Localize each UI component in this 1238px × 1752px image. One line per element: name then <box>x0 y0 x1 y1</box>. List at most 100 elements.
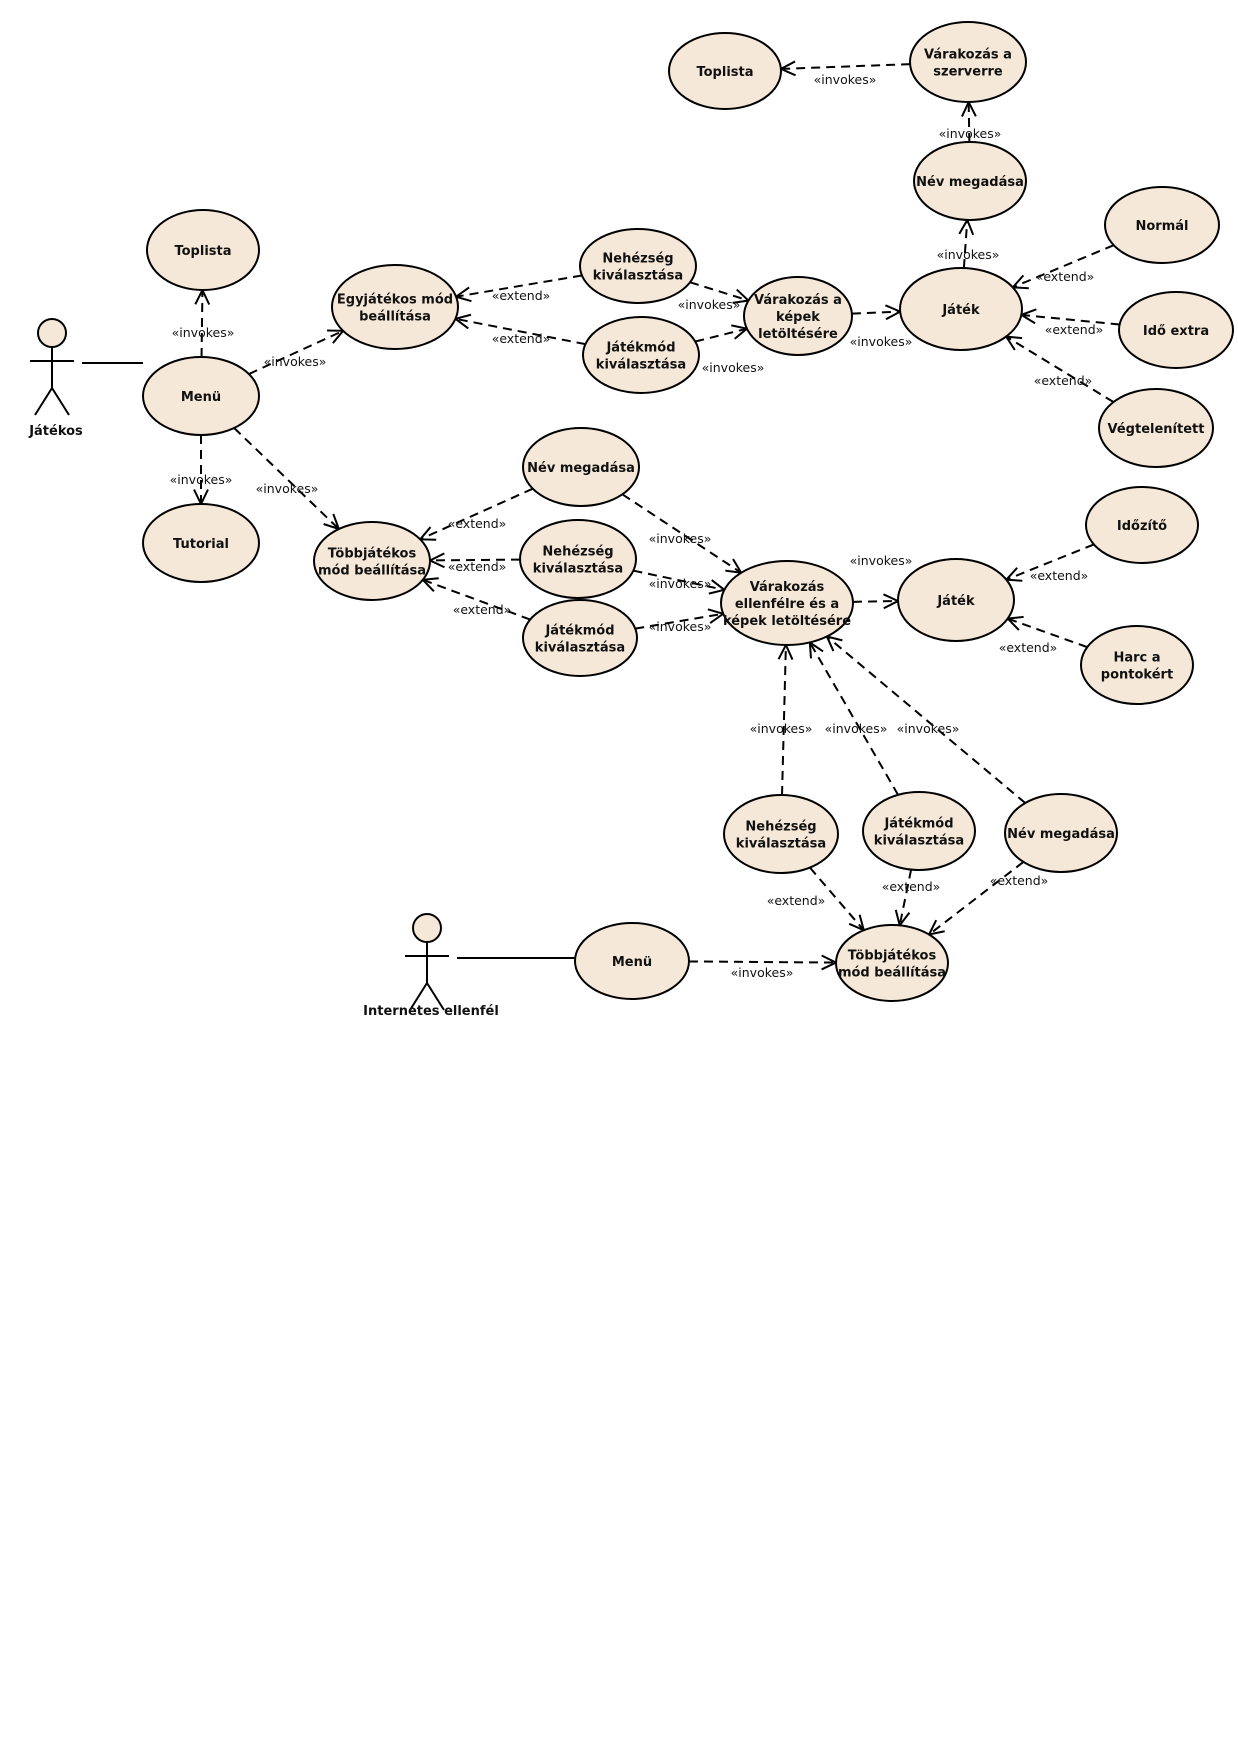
stereotype-label: «invokes» <box>897 721 960 736</box>
use-case-ellipse <box>743 276 853 356</box>
stereotype-label: «extend» <box>1036 269 1095 284</box>
dependency-line <box>1006 543 1095 581</box>
dependency-line <box>455 317 586 346</box>
use-case-label: Játékmód <box>544 624 614 639</box>
actor-jatekos: Játékos <box>28 318 83 439</box>
dependency-jatekmod_bot-to-varakozas_ellenfel <box>808 640 899 796</box>
use-case-nev_mid[interactable]: Név megadása <box>522 427 640 507</box>
use-case-label: kiválasztása <box>874 834 964 849</box>
dependency-line <box>455 274 583 298</box>
use-case-label: ellenfélre és a <box>735 597 839 612</box>
open-arrowhead-icon <box>453 286 472 303</box>
stereotype-label: «invokes» <box>850 553 913 568</box>
use-case-label: képek <box>776 310 820 325</box>
stereotype-label: «invokes» <box>937 247 1000 262</box>
use-case-nev_bot[interactable]: Név megadása <box>1004 793 1118 873</box>
use-case-label: Játékmód <box>883 817 953 832</box>
use-case-jatekmod_bot[interactable]: Játékmód kiválasztása <box>862 791 976 871</box>
use-case-ellipse <box>723 794 839 874</box>
dependency-line <box>1012 244 1115 289</box>
use-case-vegtelenitett[interactable]: Végtelenített <box>1098 388 1214 468</box>
use-case-ellipse <box>913 141 1027 221</box>
use-case-ellipse <box>146 209 260 291</box>
use-case-label: Végtelenített <box>1108 422 1205 437</box>
dependency-line <box>808 641 899 796</box>
use-case-label: szerverre <box>933 65 1003 80</box>
use-case-menu1[interactable]: Menü <box>142 356 260 436</box>
dependency-menu1-to-tobbjatekos1 <box>233 427 341 531</box>
use-case-label: kiválasztása <box>736 837 826 852</box>
use-case-label: Egyjátékos mód <box>337 293 453 308</box>
stereotype-label: «invokes» <box>649 531 712 546</box>
use-case-label: Várakozás <box>750 580 825 595</box>
use-case-label: Nehézség <box>745 820 816 835</box>
stereotype-label: «invokes» <box>649 576 712 591</box>
dependency-jatekmod_top-to-varakozas_kepek <box>694 324 750 343</box>
stereotype-label: «extend» <box>1034 373 1093 388</box>
use-case-jatekmod_mid[interactable]: Játékmód kiválasztása <box>522 599 638 677</box>
use-case-label: pontokért <box>1101 668 1173 683</box>
dependency-jatekmod_bot-to-tobbjatekos2 <box>894 869 913 928</box>
dependency-line <box>422 578 531 621</box>
use-case-label: Név megadása <box>1007 827 1115 842</box>
use-case-label: Menü <box>181 390 221 405</box>
use-case-nev_top[interactable]: Név megadása <box>913 141 1027 221</box>
use-case-label: Nehézség <box>602 252 673 267</box>
use-case-label: kiválasztása <box>535 641 625 656</box>
use-case-varakozas_ellenfel[interactable]: Várakozás ellenfélre és a képek letöltésér… <box>720 560 854 646</box>
use-case-ellipse <box>909 21 1027 103</box>
dependency-line <box>928 861 1025 936</box>
stereotype-label: «extend» <box>492 288 551 303</box>
use-case-label: Név megadása <box>527 461 635 476</box>
use-case-jatek_mid[interactable]: Játék <box>897 558 1015 642</box>
stereotype-label: «invokes» <box>825 721 888 736</box>
dependency-line <box>689 281 749 302</box>
use-case-ellipse <box>862 791 976 871</box>
use-case-jatek_top[interactable]: Játék <box>899 267 1023 351</box>
use-case-nehezseg_bot[interactable]: Nehézség kiválasztása <box>723 794 839 874</box>
stereotype-label: «invokes» <box>678 297 741 312</box>
actor-leg <box>51 387 70 416</box>
actor-label: Internetes ellenfél <box>363 1004 499 1019</box>
stereotype-label: «invokes» <box>731 965 794 980</box>
use-case-normal[interactable]: Normál <box>1104 186 1220 264</box>
use-case-ellipse <box>668 32 782 110</box>
use-case-label: Név megadása <box>916 175 1024 190</box>
edges-layer <box>82 60 1120 971</box>
stereotype-label: «invokes» <box>172 325 235 340</box>
stereotype-label: «extend» <box>492 331 551 346</box>
use-case-label: Idő extra <box>1143 324 1209 339</box>
use-case-toplista_left[interactable]: Toplista <box>146 209 260 291</box>
dependency-line <box>688 960 837 964</box>
use-case-label: mód beállítása <box>318 564 426 579</box>
dependency-line <box>248 329 344 375</box>
use-case-idozito[interactable]: Időzítő <box>1085 486 1199 564</box>
use-case-label: mód beállítása <box>838 966 946 981</box>
dependency-line <box>781 644 787 796</box>
open-arrowhead-icon <box>327 329 346 344</box>
stereotype-label: «invokes» <box>649 619 712 634</box>
dependency-line <box>962 219 969 269</box>
open-arrowhead-icon <box>1004 335 1023 351</box>
actor-internetes: Internetes ellenfél <box>363 913 499 1019</box>
open-arrowhead-icon <box>725 558 744 575</box>
use-case-label: Többjátékos <box>328 547 417 562</box>
use-case-ido_extra[interactable]: Idő extra <box>1118 291 1234 369</box>
dependency-vegtelenitett-to-jatek_top <box>1004 335 1114 403</box>
use-case-ellipse <box>522 599 638 677</box>
open-arrowhead-icon <box>894 909 911 928</box>
dependency-line <box>429 558 521 562</box>
use-case-tutorial[interactable]: Tutorial <box>142 503 260 583</box>
use-case-tobbjatekos1[interactable]: Többjátékos mód beállítása <box>313 521 431 601</box>
use-case-menu2[interactable]: Menü <box>574 922 690 1000</box>
use-case-toplista_top[interactable]: Toplista <box>668 32 782 110</box>
use-case-label: képek letöltésére <box>723 614 851 629</box>
